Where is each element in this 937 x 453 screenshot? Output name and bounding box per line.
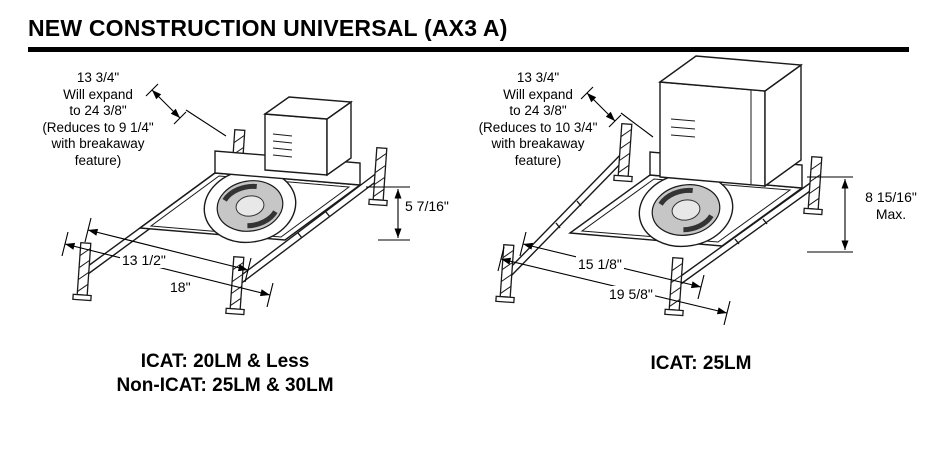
page-title: NEW CONSTRUCTION UNIVERSAL (AX3 A) — [28, 15, 508, 41]
left-light-opening — [203, 168, 297, 244]
note-line: to 24 3/8" — [69, 103, 127, 118]
caption-line: ICAT: 25LM — [650, 353, 752, 374]
title-underline — [28, 47, 909, 52]
note-line: feature) — [514, 152, 562, 168]
right-nailer-bracket — [495, 243, 519, 304]
right-height-dimension: 8 15/16" Max. — [850, 189, 932, 223]
left-dimension-lines — [61, 83, 410, 308]
note-line: 13 3/4" — [76, 70, 120, 85]
left-outer-width-dimension: 18" — [168, 279, 193, 295]
right-nailer-bracket — [664, 256, 688, 317]
note-line: (Reduces to 9 1/4" — [42, 119, 154, 135]
note-line: (Reduces to 10 3/4" — [478, 119, 598, 135]
left-unit-caption: ICAT: 20LM & Less Non-ICAT: 25LM & 30LM — [60, 350, 390, 398]
note-line: with breakaway — [51, 136, 145, 151]
right-unit-caption: ICAT: 25LM — [570, 352, 832, 376]
note-line: feature) — [74, 152, 122, 168]
left-height-dimension: 5 7/16" — [403, 198, 451, 214]
note-line: 13 3/4" — [516, 70, 560, 85]
note-line: Will expand — [503, 86, 573, 102]
right-inner-width-dimension: 15 1/8" — [576, 256, 624, 272]
left-expand-note: 13 3/4" Will expand to 24 3/8" (Reduces … — [18, 70, 178, 169]
left-inner-width-dimension: 13 1/2" — [120, 252, 168, 268]
left-junction-box — [214, 96, 361, 186]
note-line: to 24 3/8" — [509, 103, 567, 118]
right-unit-drawing — [495, 55, 853, 326]
right-outer-width-dimension: 19 5/8" — [607, 286, 655, 302]
caption-line: Non-ICAT: 25LM & 30LM — [116, 375, 334, 396]
left-unit-drawing — [61, 83, 410, 316]
right-junction-box — [649, 55, 803, 189]
note-line: with breakaway — [491, 136, 585, 151]
right-expand-note: 13 3/4" Will expand to 24 3/8" (Reduces … — [452, 70, 624, 169]
caption-line: ICAT: 20LM & Less — [140, 351, 310, 372]
note-line: Will expand — [63, 86, 133, 102]
dim-line: 8 15/16" — [865, 189, 917, 205]
dim-line: Max. — [875, 206, 907, 222]
